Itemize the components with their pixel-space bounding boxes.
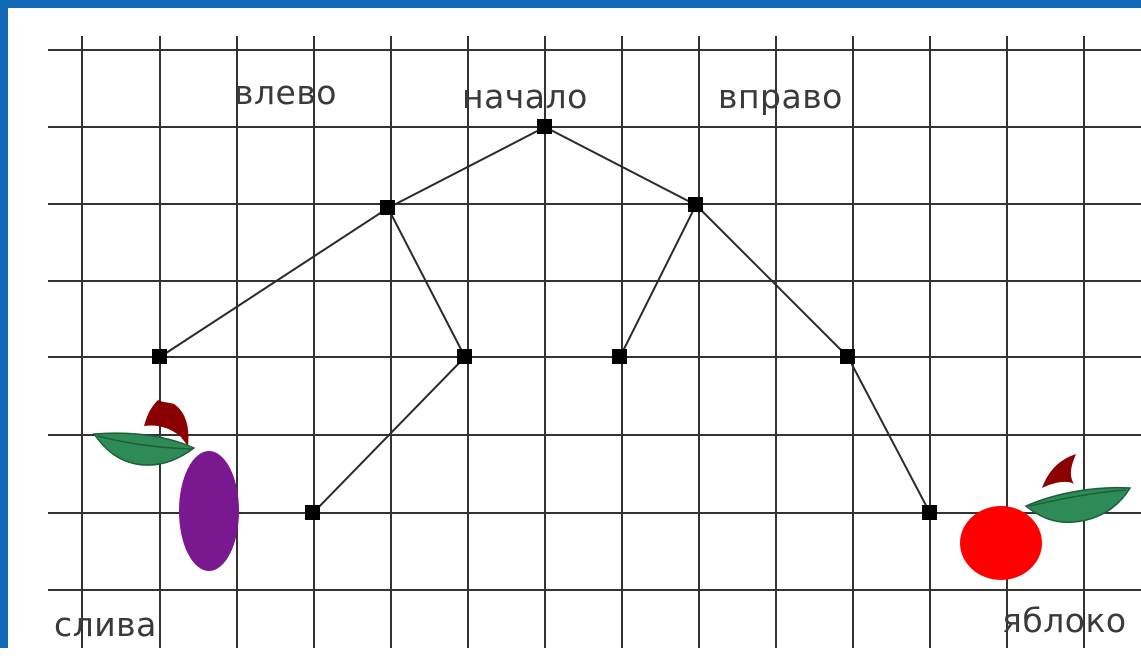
label-right: вправо [718, 77, 843, 116]
tree-node [922, 505, 937, 520]
apple-icon [960, 454, 1132, 580]
tree-node [840, 349, 855, 364]
tree-node [305, 505, 320, 520]
tree-node [380, 200, 395, 215]
tree-edge [387, 207, 466, 358]
tree-edges [159, 126, 931, 514]
tree-node-root [537, 119, 552, 134]
tree-edge [695, 204, 849, 358]
tree-node [688, 197, 703, 212]
grid-diagram [48, 36, 1141, 648]
tree-edge [387, 126, 546, 209]
tree-edge [544, 126, 697, 206]
label-apple: яблоко [1002, 601, 1127, 640]
tree-edge [847, 356, 931, 514]
label-start: начало [462, 77, 588, 116]
tree-edge [312, 356, 466, 514]
tree-edge [619, 204, 697, 358]
label-left: влево [234, 73, 337, 112]
tree-edge [159, 207, 389, 358]
tree-node [152, 349, 167, 364]
tree-node [612, 349, 627, 364]
tree-node [457, 349, 472, 364]
plum-icon [92, 400, 239, 571]
label-plum: слива [54, 605, 157, 644]
tree-nodes [152, 119, 937, 520]
